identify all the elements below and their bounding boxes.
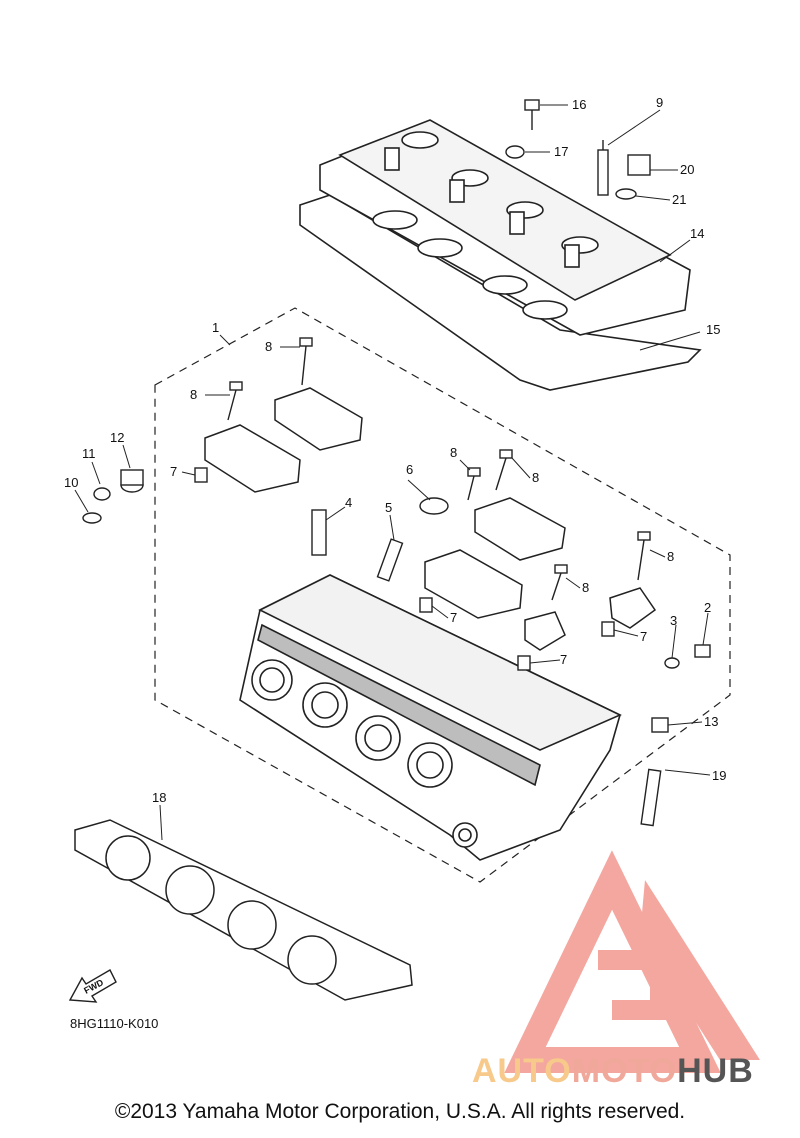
callout-7a: 7 xyxy=(170,464,177,479)
copyright-notice: ©2013 Yamaha Motor Corporation, U.S.A. A… xyxy=(114,1100,686,1123)
callout-15: 15 xyxy=(706,322,720,337)
callout-1: 1 xyxy=(212,320,219,335)
callout-13: 13 xyxy=(704,714,718,729)
watermark-moto: MOTO xyxy=(571,1052,678,1090)
callout-17: 17 xyxy=(554,144,568,159)
callout-8c: 8 xyxy=(450,445,457,460)
callout-7c: 7 xyxy=(640,629,647,644)
small-parts xyxy=(82,99,711,827)
callout-6: 6 xyxy=(406,462,413,477)
callout-3: 3 xyxy=(670,613,677,628)
callout-10: 10 xyxy=(64,475,78,490)
callout-18: 18 xyxy=(152,790,166,805)
callout-21: 21 xyxy=(672,192,686,207)
watermark-logo xyxy=(504,850,760,1073)
watermark-auto: AUTO xyxy=(472,1052,572,1090)
callouts: 1 2 3 4 5 6 7 7 7 7 8 8 8 8 8 8 9 10 11 … xyxy=(64,95,726,805)
leader-lines xyxy=(74,104,711,841)
watermark-wordmark: AUTOMOTOHUB xyxy=(472,1052,754,1091)
callout-19: 19 xyxy=(712,768,726,783)
callout-11: 11 xyxy=(82,446,96,461)
callout-7d: 7 xyxy=(560,652,567,667)
head-cover xyxy=(299,119,702,391)
diagram-part-code: 8HG1110-K010 xyxy=(70,1016,159,1031)
cylinder-head xyxy=(239,574,622,861)
callout-4: 4 xyxy=(345,495,352,510)
watermark-hub: HUB xyxy=(677,1052,754,1090)
callout-8f: 8 xyxy=(582,580,589,595)
callout-8a: 8 xyxy=(265,339,272,354)
callout-5: 5 xyxy=(385,500,392,515)
callout-16: 16 xyxy=(572,97,586,112)
callout-14: 14 xyxy=(690,226,704,241)
camshaft-caps xyxy=(204,387,657,651)
callout-9: 9 xyxy=(656,95,663,110)
callout-2: 2 xyxy=(704,600,711,615)
head-gasket xyxy=(74,819,413,1001)
callout-12: 12 xyxy=(110,430,124,445)
callout-20: 20 xyxy=(680,162,694,177)
callout-8d: 8 xyxy=(532,470,539,485)
assembly-boundary xyxy=(154,307,731,883)
callout-8e: 8 xyxy=(667,549,674,564)
callout-7b: 7 xyxy=(450,610,457,625)
fwd-arrow xyxy=(68,969,117,1003)
callout-8b: 8 xyxy=(190,387,197,402)
